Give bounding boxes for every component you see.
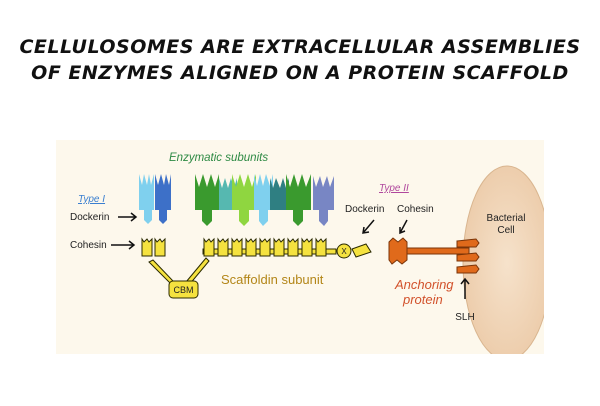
- enzyme-type1-a: [139, 174, 154, 210]
- cohesin-2: [154, 237, 166, 257]
- dockerin-label-2: Dockerin: [345, 204, 384, 215]
- anchoring-label-2: protein: [402, 292, 443, 307]
- cohesin-8: [273, 237, 285, 257]
- dockerin-4: [239, 210, 249, 226]
- cohesin-label: Cohesin: [70, 240, 107, 251]
- anchoring-label-1: Anchoring: [394, 277, 454, 292]
- x-module: [336, 243, 352, 259]
- type1-label: Type I: [78, 194, 105, 205]
- slh-domain-2: [456, 252, 480, 262]
- cohesin-7: [259, 237, 271, 257]
- bacterial-cell: [462, 165, 544, 354]
- dockerin-domains: [144, 210, 328, 226]
- dockerin-arrow: [118, 212, 138, 222]
- cohesin-11: [315, 237, 327, 257]
- scaffoldin-label: Scaffoldin subunit: [221, 272, 324, 287]
- cohesin-label-2: Cohesin: [397, 204, 434, 215]
- cohesin-9: [287, 237, 299, 257]
- slh-domain-1: [456, 238, 480, 248]
- dockerin-7: [319, 210, 328, 226]
- cohesin-4: [217, 237, 229, 257]
- cohesin-arrow: [111, 240, 136, 250]
- cohesin-3: [203, 237, 215, 257]
- cbm-module: [168, 280, 199, 299]
- type2-dockerin-arrow: [362, 219, 375, 234]
- dockerin-3: [202, 210, 212, 226]
- dockerin-1: [144, 210, 152, 224]
- anchoring-protein: [388, 237, 480, 274]
- enzyme-green-2: [286, 174, 311, 210]
- enzymatic-subunits: [139, 174, 334, 210]
- enzyme-violet-1: [313, 176, 334, 210]
- x-module-label: X: [341, 247, 347, 256]
- enzyme-lime-1: [232, 174, 256, 210]
- title-line-1: Cellulosomes are extracellular assemblie…: [19, 36, 581, 58]
- cellulosome-diagram: Bacterial Cell Enzymatic subunits Type I…: [56, 140, 544, 354]
- slh-arrow: [460, 277, 470, 299]
- cohesin-1: [141, 237, 153, 257]
- enzymatic-subunits-label: Enzymatic subunits: [169, 152, 268, 164]
- scaffoldin-subunit: [141, 237, 372, 299]
- cohesin-10: [301, 237, 313, 257]
- enzyme-blue-1: [254, 174, 273, 210]
- dockerin-6: [293, 210, 303, 226]
- type2-cohesin: [388, 237, 408, 265]
- slh-domain-3: [456, 264, 480, 274]
- enzyme-type1-b: [155, 174, 171, 210]
- bacterial-cell-label-2: Cell: [497, 225, 514, 236]
- type2-dockerin: [351, 243, 372, 258]
- cohesin-5: [231, 237, 243, 257]
- enzyme-green-1: [195, 174, 219, 210]
- dockerin-2: [159, 210, 167, 224]
- bacterial-cell-label-1: Bacterial: [487, 213, 526, 224]
- title-line-2: of enzymes aligned on a protein scaffold: [31, 62, 569, 84]
- dockerin-5: [259, 210, 268, 226]
- dockerin-label: Dockerin: [70, 212, 109, 223]
- enzyme-teal-1: [270, 178, 289, 210]
- cohesin-6: [245, 237, 257, 257]
- cbm-label: CBM: [174, 285, 194, 295]
- slh-label: SLH: [455, 312, 474, 323]
- anchoring-linker: [406, 247, 470, 255]
- type2-cohesin-arrow: [399, 219, 408, 235]
- type2-label: Type II: [379, 183, 409, 194]
